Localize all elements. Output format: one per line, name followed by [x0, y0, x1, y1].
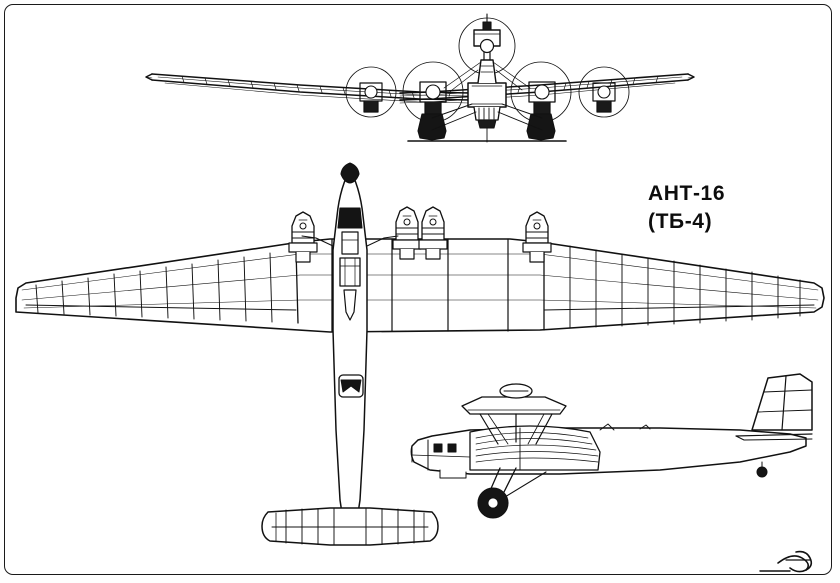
designation-alternate: (ТБ-4) — [648, 209, 713, 233]
aircraft-designation-label: АНТ-16 (ТБ-4) — [648, 180, 725, 235]
sheet-border — [4, 4, 832, 575]
designation-primary: АНТ-16 — [648, 182, 726, 205]
